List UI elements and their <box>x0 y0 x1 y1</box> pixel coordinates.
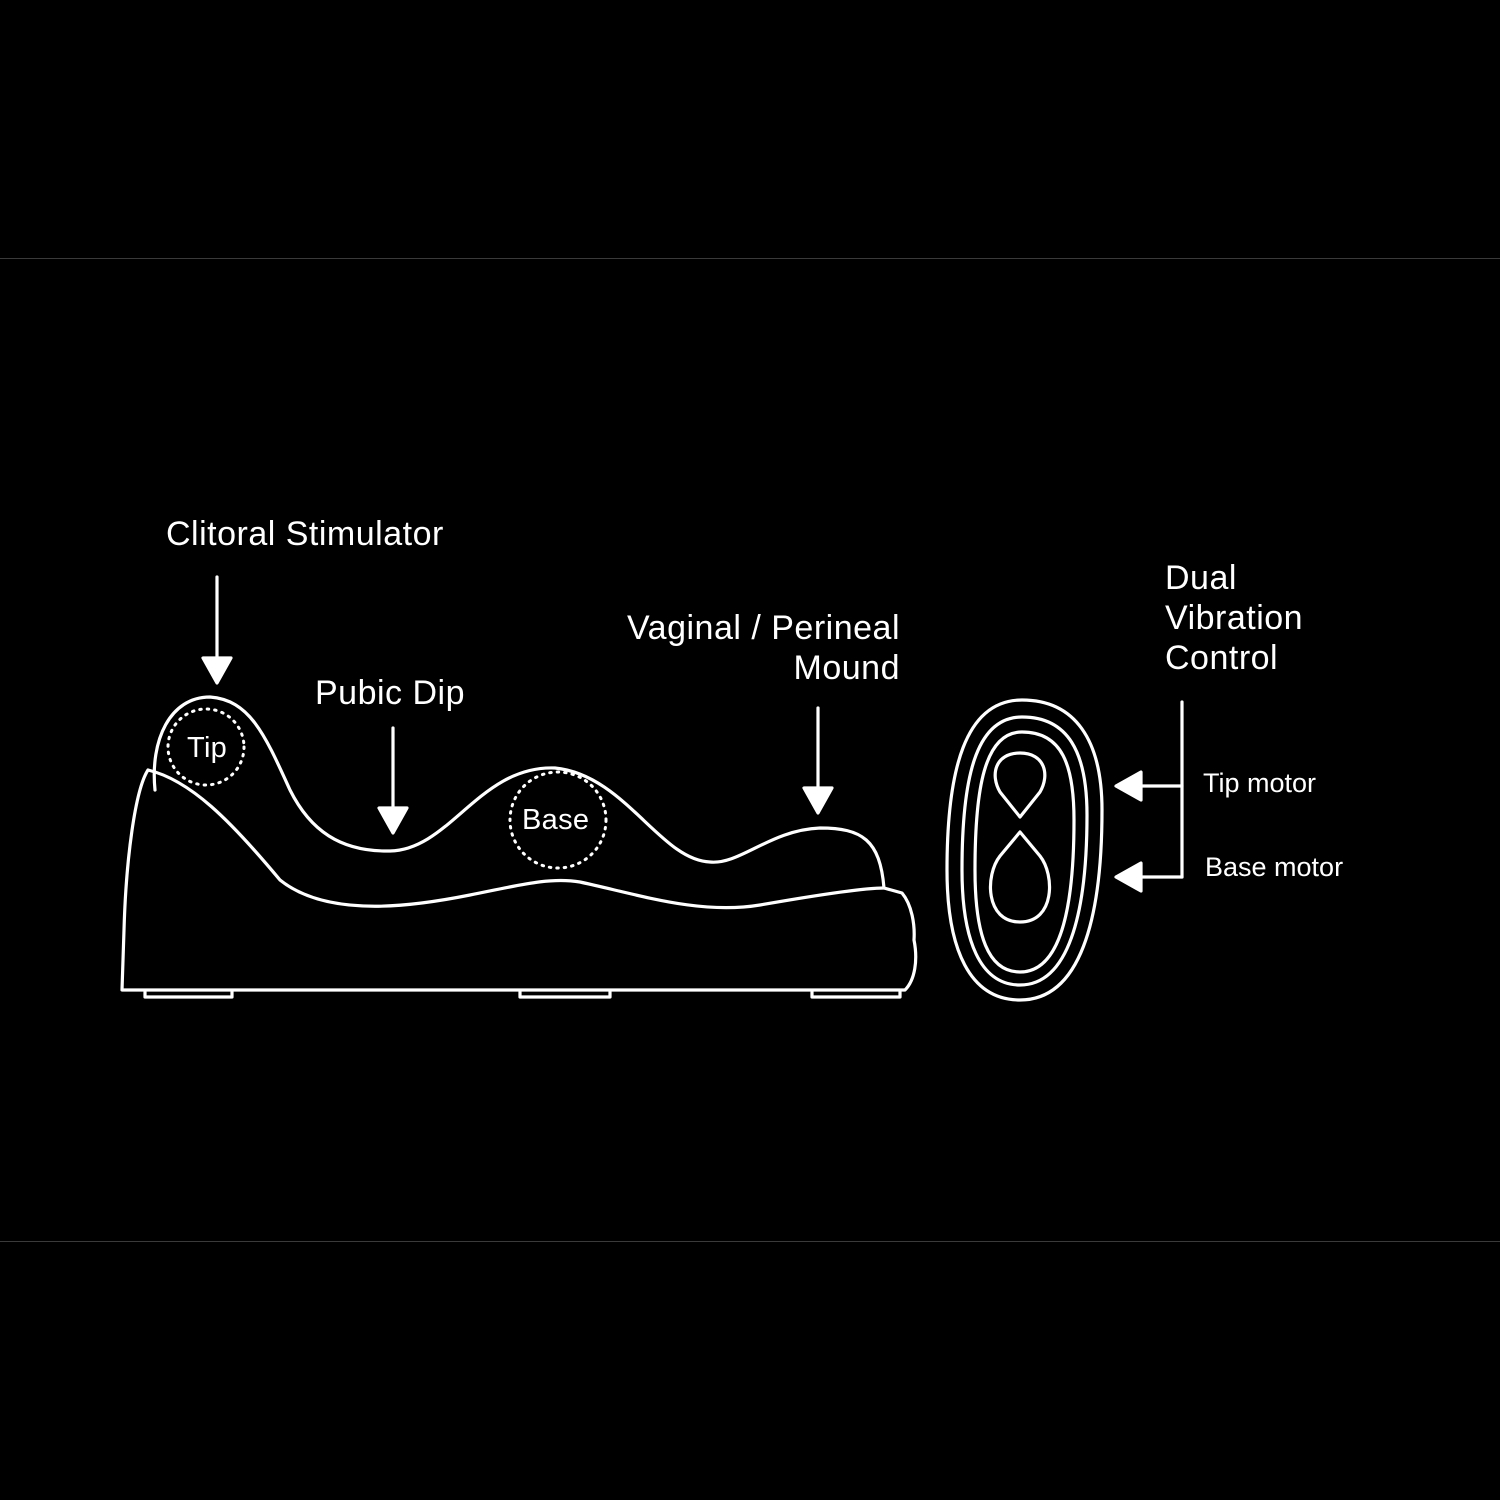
label-vibration: Vibration <box>1165 599 1304 637</box>
remote-outer <box>945 698 1104 1002</box>
tip-motor-button[interactable] <box>993 751 1047 819</box>
arrow-pubic-head <box>377 806 409 835</box>
remote-middle <box>960 715 1089 987</box>
label-pubic-dip: Pubic Dip <box>315 674 466 712</box>
diagram-panel <box>0 258 1500 1242</box>
label-mound: Mound <box>793 649 900 687</box>
arrow-mound-head <box>802 786 834 815</box>
base-motor-button[interactable] <box>988 830 1052 924</box>
tip-motor-arrowhead <box>1114 770 1143 802</box>
label-base: Base <box>522 804 590 836</box>
label-dual: Dual <box>1165 559 1237 597</box>
device-body-outline <box>120 695 918 992</box>
device-foot-middle <box>518 990 612 999</box>
device-foot-right <box>810 990 902 999</box>
label-clitoral-stimulator: Clitoral Stimulator <box>166 515 444 553</box>
device-foot-left <box>143 990 234 999</box>
label-tip-motor: Tip motor <box>1203 768 1317 798</box>
arrow-clitoral-head <box>201 656 233 685</box>
base-motor-arrowhead <box>1114 861 1143 893</box>
tip-motor-circle <box>166 707 246 787</box>
label-vaginal-perineal: Vaginal / Perineal <box>627 609 900 647</box>
label-base-motor: Base motor <box>1205 852 1344 882</box>
remote-inner <box>973 730 1076 974</box>
base-motor-circle <box>508 770 608 870</box>
device-inner-contour <box>146 768 886 910</box>
label-tip: Tip <box>187 732 228 764</box>
label-control: Control <box>1165 639 1279 677</box>
